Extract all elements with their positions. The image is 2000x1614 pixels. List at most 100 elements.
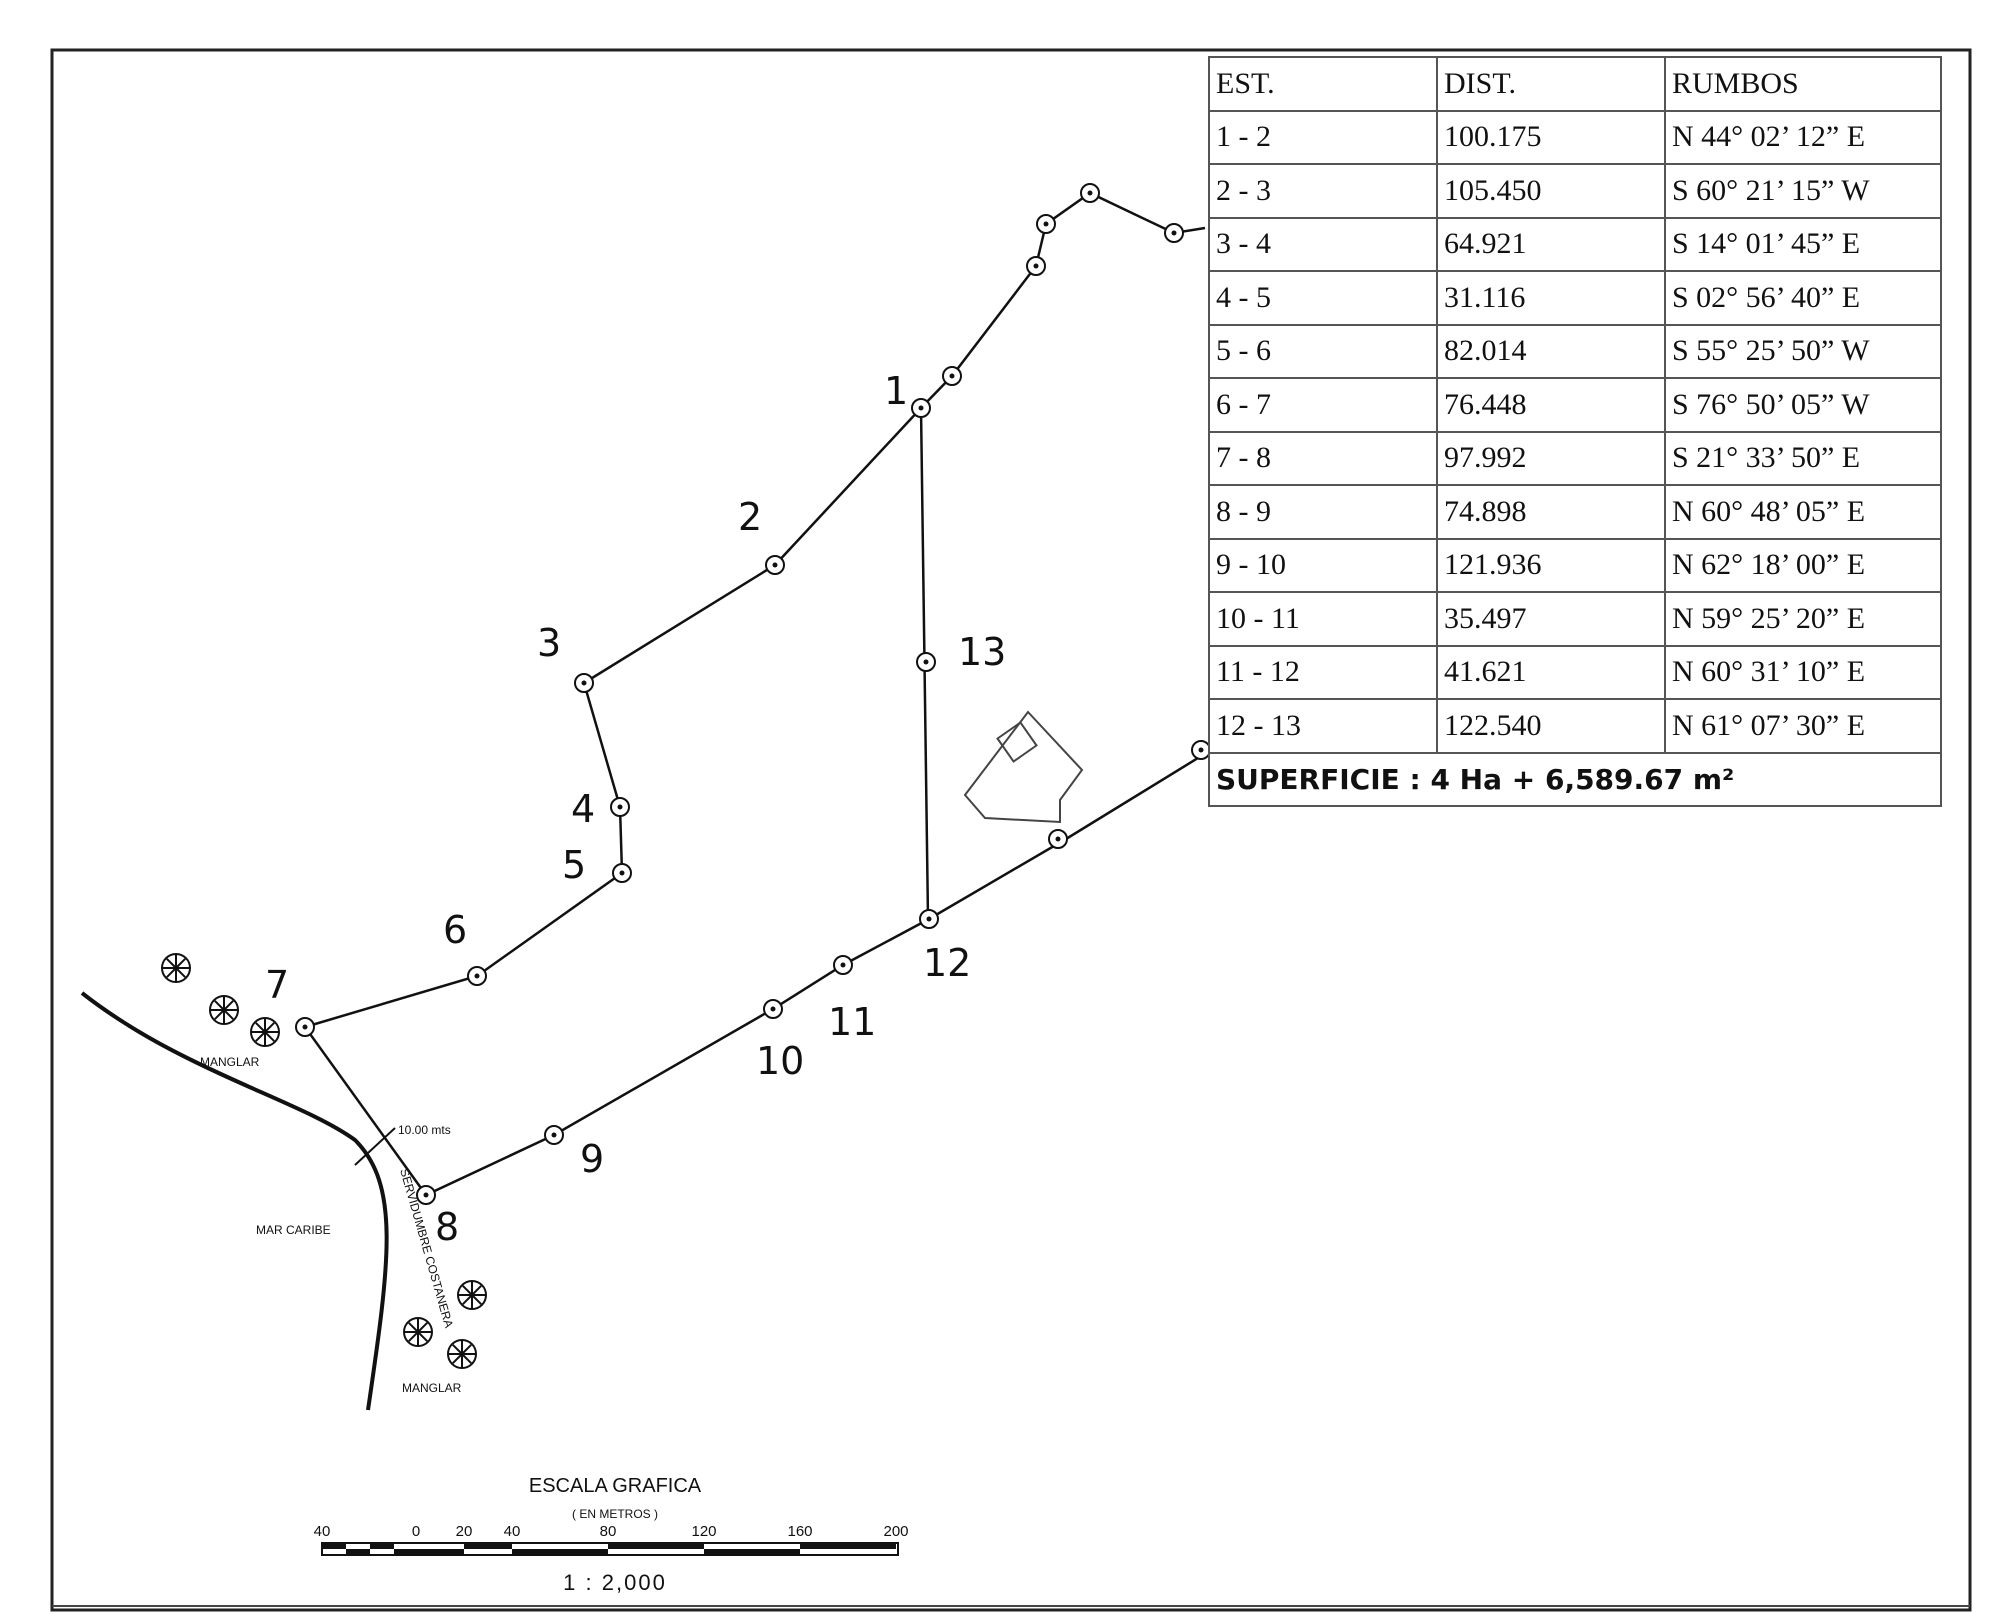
- building-annex: [996, 721, 1038, 763]
- mangrove-trees: [161, 953, 487, 1369]
- scale-segment: [346, 1549, 370, 1555]
- mangrove-tree-icon: [447, 1339, 477, 1369]
- setback-line: [354, 1127, 396, 1166]
- cell-est: 10 - 11: [1208, 591, 1438, 647]
- cell-rumbo: N 60° 48’ 05” E: [1664, 484, 1942, 540]
- header-est: EST.: [1208, 56, 1438, 112]
- cell-dist: 121.936: [1436, 537, 1666, 593]
- coastline: [80, 991, 389, 1411]
- manglar-label-south: MANGLAR: [402, 1381, 462, 1395]
- cell-dist: 41.621: [1436, 644, 1666, 700]
- mangrove-tree-icon: [209, 995, 239, 1025]
- cell-est: 8 - 9: [1208, 484, 1438, 540]
- cell-rumbo: N 61° 07’ 30” E: [1664, 698, 1942, 754]
- station-label-1: 1: [884, 369, 908, 413]
- cell-dist: 122.540: [1436, 698, 1666, 754]
- sea-label: MAR CARIBE: [256, 1223, 331, 1237]
- scale-segment: [800, 1543, 896, 1549]
- cell-dist: 76.448: [1436, 377, 1666, 433]
- vertex-dot: [423, 1192, 429, 1198]
- vertex-dot: [302, 1024, 308, 1030]
- boundary-line: [302, 407, 1212, 1197]
- station-label-9: 9: [580, 1137, 604, 1181]
- scale-tick-label: 200: [883, 1523, 908, 1540]
- cell-dist: 97.992: [1436, 430, 1666, 486]
- station-label-5: 5: [562, 843, 586, 887]
- cell-rumbo: S 14° 01’ 45” E: [1664, 216, 1942, 272]
- cell-rumbo: N 44° 02’ 12” E: [1664, 109, 1942, 165]
- cell-dist: 35.497: [1436, 591, 1666, 647]
- scale-tick-label: 20: [456, 1523, 473, 1540]
- scale-title: ESCALA GRAFICA: [529, 1475, 702, 1497]
- scale-segment: [416, 1549, 464, 1555]
- scale-segment: [464, 1543, 512, 1549]
- header-rumbos: RUMBOS: [1664, 56, 1942, 112]
- scale-segment: [608, 1543, 704, 1549]
- cell-est: 1 - 2: [1208, 109, 1438, 165]
- cell-dist: 74.898: [1436, 484, 1666, 540]
- vertex-dot: [1198, 747, 1204, 753]
- vertex-dot: [1171, 230, 1177, 236]
- offset-label: 10.00 mts: [398, 1123, 451, 1137]
- scale-tick-label: 40: [314, 1523, 331, 1540]
- header-dist: DIST.: [1436, 56, 1666, 112]
- station-label-4: 4: [571, 787, 595, 831]
- manglar-label-west: MANGLAR: [200, 1055, 260, 1069]
- cell-rumbo: N 59° 25’ 20” E: [1664, 591, 1942, 647]
- vertex-dot: [1055, 836, 1061, 842]
- cell-est: 2 - 3: [1208, 163, 1438, 219]
- vertex-dot: [1043, 221, 1049, 227]
- scale-subtitle: ( EN METROS ): [572, 1507, 658, 1521]
- cell-dist: 64.921: [1436, 216, 1666, 272]
- mangrove-tree-icon: [250, 1017, 280, 1047]
- cell-est: 3 - 4: [1208, 216, 1438, 272]
- vertex-dot: [949, 373, 955, 379]
- vertex-markers: [295, 183, 1211, 1205]
- building-outline: [963, 710, 1084, 824]
- station-label-11: 11: [828, 1000, 876, 1044]
- vertex-dot: [551, 1132, 557, 1138]
- vertex-dot: [1087, 190, 1093, 196]
- vertex-dot: [926, 916, 932, 922]
- cell-rumbo: S 60° 21’ 15” W: [1664, 163, 1942, 219]
- cell-est: 6 - 7: [1208, 377, 1438, 433]
- cell-est: 4 - 5: [1208, 270, 1438, 326]
- station-label-12: 12: [923, 941, 971, 985]
- vertex-dot: [918, 405, 924, 411]
- boundary-line-north: [920, 191, 1206, 409]
- mangrove-tree-icon: [403, 1317, 433, 1347]
- cell-dist: 31.116: [1436, 270, 1666, 326]
- station-label-8: 8: [435, 1205, 459, 1249]
- station-label-2: 2: [738, 495, 762, 539]
- scale-tick-label: 80: [600, 1523, 617, 1540]
- vertex-dot: [581, 680, 587, 686]
- mangrove-tree-icon: [161, 953, 191, 983]
- mangrove-tree-icon: [457, 1280, 487, 1310]
- station-label-10: 10: [756, 1039, 804, 1083]
- station-label-6: 6: [443, 908, 467, 952]
- cell-rumbo: S 55° 25’ 50” W: [1664, 323, 1942, 379]
- vertex-dot: [923, 659, 929, 665]
- cell-est: 7 - 8: [1208, 430, 1438, 486]
- cell-rumbo: S 02° 56’ 40” E: [1664, 270, 1942, 326]
- cell-est: 5 - 6: [1208, 323, 1438, 379]
- cell-est: 12 - 13: [1208, 698, 1438, 754]
- scale-ratio: 1 : 2,000: [563, 1570, 667, 1595]
- scale-tick-label: 0: [412, 1523, 420, 1540]
- station-label-7: 7: [265, 963, 289, 1007]
- cell-rumbo: S 76° 50’ 05” W: [1664, 377, 1942, 433]
- cell-rumbo: N 62° 18’ 00” E: [1664, 537, 1942, 593]
- scale-tick-label: 40: [504, 1523, 521, 1540]
- cell-rumbo: S 21° 33’ 50” E: [1664, 430, 1942, 486]
- cell-dist: 82.014: [1436, 323, 1666, 379]
- vertex-dot: [1033, 263, 1039, 269]
- station-label-3: 3: [537, 621, 561, 665]
